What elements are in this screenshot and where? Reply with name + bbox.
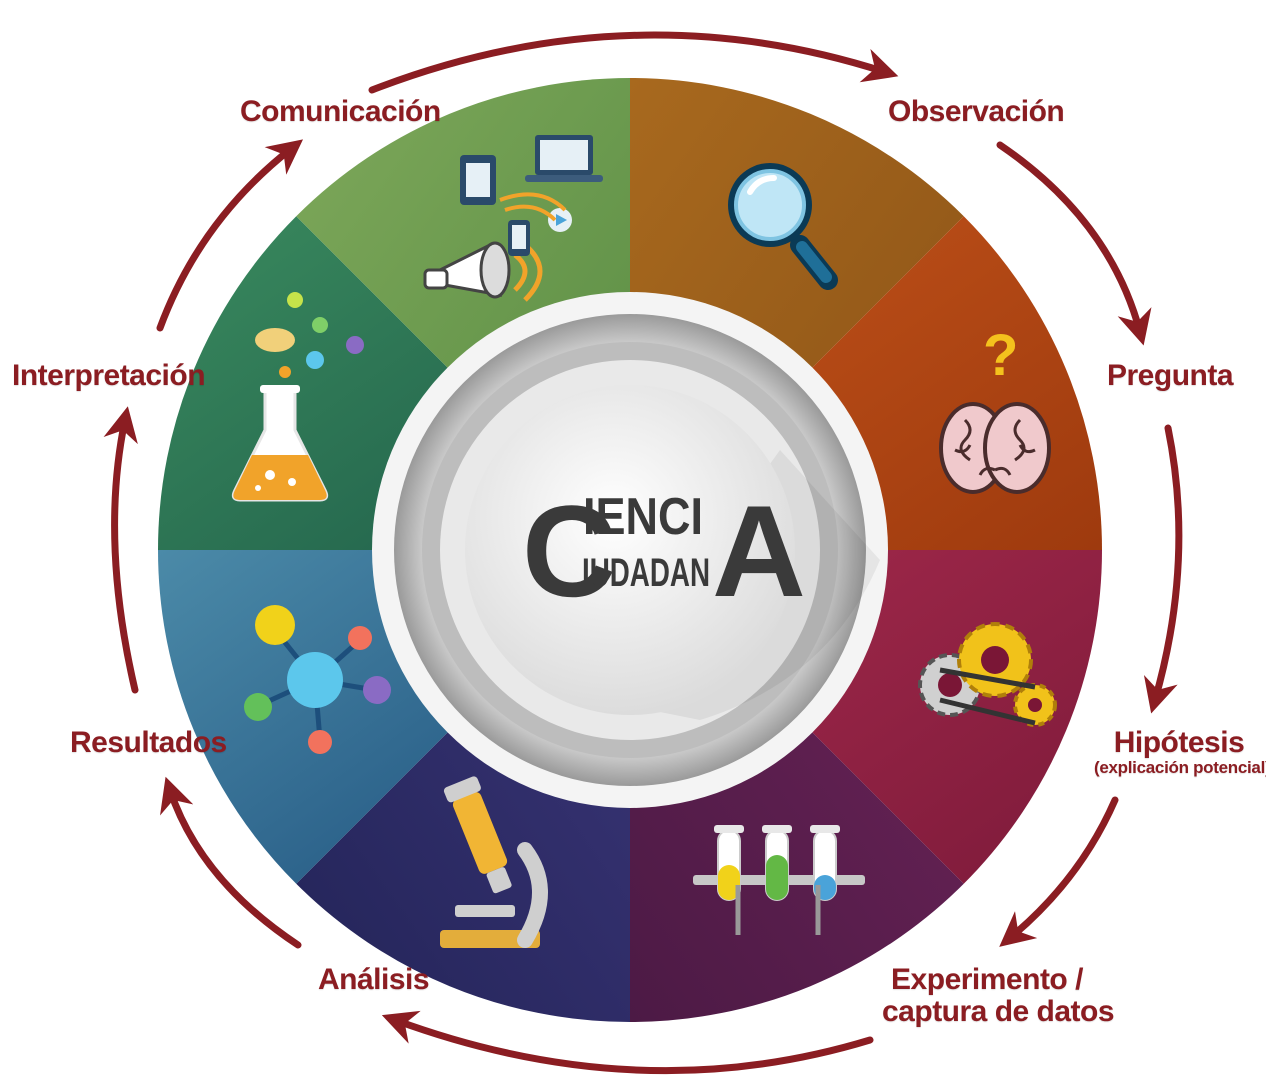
label-hipotesis-block: Hipótesis (explicación potencial) xyxy=(1094,726,1266,777)
title-line-2: IUDADAN xyxy=(582,551,710,595)
megaphone-devices-icon xyxy=(423,135,603,302)
title-big-a: A xyxy=(712,478,806,624)
label-experimento-block: Experimento / captura de datos xyxy=(882,963,1115,1028)
microscope-icon xyxy=(440,776,548,948)
label-experimento: Experimento / xyxy=(891,963,1083,996)
label-experimento-line2: captura de datos xyxy=(882,994,1115,1028)
label-interpretacion: Interpretación xyxy=(12,359,206,392)
label-resultados: Resultados xyxy=(70,726,227,759)
title-line-1: IENCI xyxy=(583,488,703,546)
flask-icon xyxy=(231,292,364,502)
arrow-hipotesis-to-experimento xyxy=(999,796,1119,947)
arrow-experimento-to-analisis xyxy=(381,1010,874,1075)
gears-icon xyxy=(918,622,1057,727)
question-brain-icon: ? xyxy=(939,323,1051,494)
label-comunicacion: Comunicación xyxy=(240,95,441,128)
cycle-arrows xyxy=(103,31,1183,1075)
arrow-analisis-to-resultados xyxy=(160,776,302,949)
label-hipotesis-sub: (explicación potencial) xyxy=(1094,757,1266,777)
arrow-observacion-to-pregunta xyxy=(996,141,1152,346)
test-tubes-icon xyxy=(693,825,865,935)
title-big-c: C xyxy=(522,478,616,624)
svg-text:?: ? xyxy=(983,323,1018,388)
center-title: C IENCI IUDADAN A xyxy=(522,478,806,624)
arrow-pregunta-to-hipotesis xyxy=(1143,424,1183,714)
label-observacion: Observación xyxy=(888,95,1065,128)
label-pregunta: Pregunta xyxy=(1107,359,1234,392)
arrow-interpretacion-to-comunicacion xyxy=(156,139,304,332)
center-hub xyxy=(372,292,888,808)
magnifier-icon xyxy=(728,163,838,290)
arrow-comunicacion-to-observacion xyxy=(368,31,899,94)
molecule-network-icon xyxy=(244,605,391,754)
arrow-resultados-to-interpretacion xyxy=(103,406,139,694)
label-hipotesis: Hipótesis xyxy=(1113,726,1245,759)
label-analisis: Análisis xyxy=(318,963,430,996)
